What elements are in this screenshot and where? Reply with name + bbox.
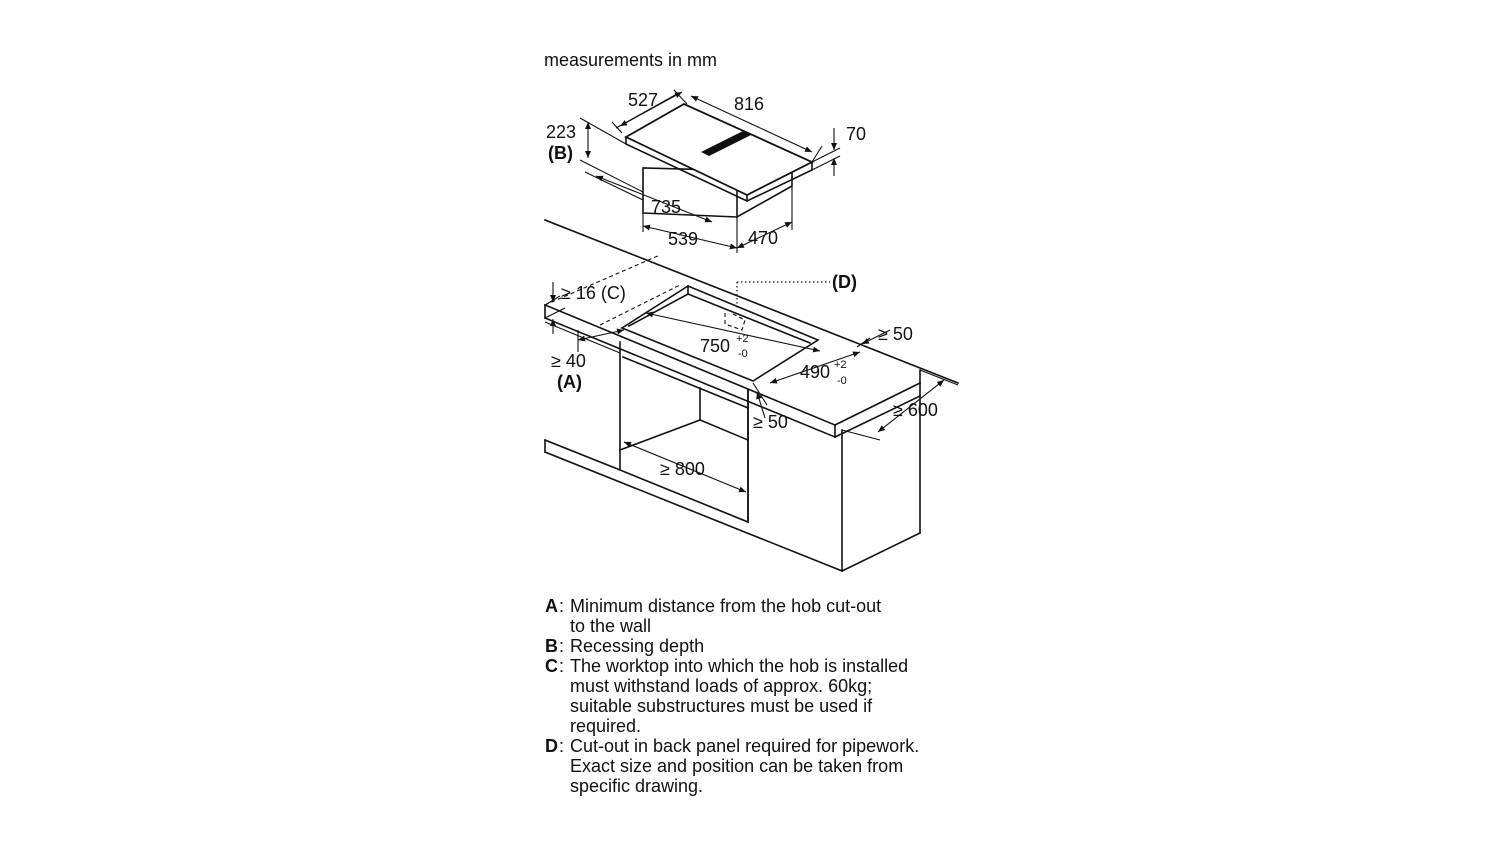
legend-key: D [545, 736, 558, 756]
legend-key: A [545, 596, 558, 616]
front-distance-label: ≥ 50 [753, 412, 788, 432]
legend-text: The worktop into which the hob is instal… [570, 656, 909, 736]
legend-text: Recessing depth [570, 636, 705, 656]
back-distance-label: ≥ 50 [878, 324, 913, 344]
legend: A: Minimum distance from the hob cut-out… [545, 596, 985, 796]
legend-item-d: D: Cut-out in back panel required for pi… [545, 736, 985, 796]
body-depth-label: 470 [748, 228, 778, 248]
worktop-depth-label: ≥ 600 [893, 400, 938, 420]
legend-item-a: A: Minimum distance from the hob cut-out… [545, 596, 985, 636]
worktop-cabinet [543, 218, 960, 573]
worktop-dimensions [544, 281, 959, 493]
cutout-depth-tol-plus: +2 [834, 359, 847, 371]
hob-depth-label: 527 [628, 90, 658, 110]
cutout-depth-label: 490 [800, 362, 830, 382]
cutout-width-tol-minus: -0 [738, 348, 748, 360]
cutout-width-label: 750 [700, 336, 730, 356]
cutout-width-tol-plus: +2 [736, 333, 749, 345]
hob-width-label: 816 [734, 94, 764, 114]
legend-item-b: B: Recessing depth [545, 636, 985, 656]
recess-depth-label: 223 [546, 122, 576, 142]
units-note: measurements in mm [544, 50, 717, 70]
worktop-thickness-label: ≥ 16 (C) [561, 283, 626, 303]
legend-key: B [545, 636, 558, 656]
hob-height-label: 70 [846, 124, 866, 144]
hob-dimensions [579, 89, 841, 253]
body-width-label: 735 [651, 197, 681, 217]
back-panel-label: (D) [832, 272, 857, 292]
body-width-lower-label: 539 [668, 229, 698, 249]
wall-a-label: (A) [557, 372, 582, 392]
wall-distance-label: ≥ 40 [551, 351, 586, 371]
cutout-depth-tol-minus: -0 [837, 375, 847, 387]
cabinet-width-label: ≥ 800 [660, 459, 705, 479]
legend-text: Minimum distance from the hob cut-out to… [570, 596, 882, 636]
recess-b-label: (B) [548, 143, 573, 163]
cutout [620, 285, 820, 382]
legend-item-c: C: The worktop into which the hob is ins… [545, 656, 985, 736]
legend-text: Cut-out in back panel required for pipew… [570, 736, 920, 796]
legend-key: C [545, 656, 558, 676]
